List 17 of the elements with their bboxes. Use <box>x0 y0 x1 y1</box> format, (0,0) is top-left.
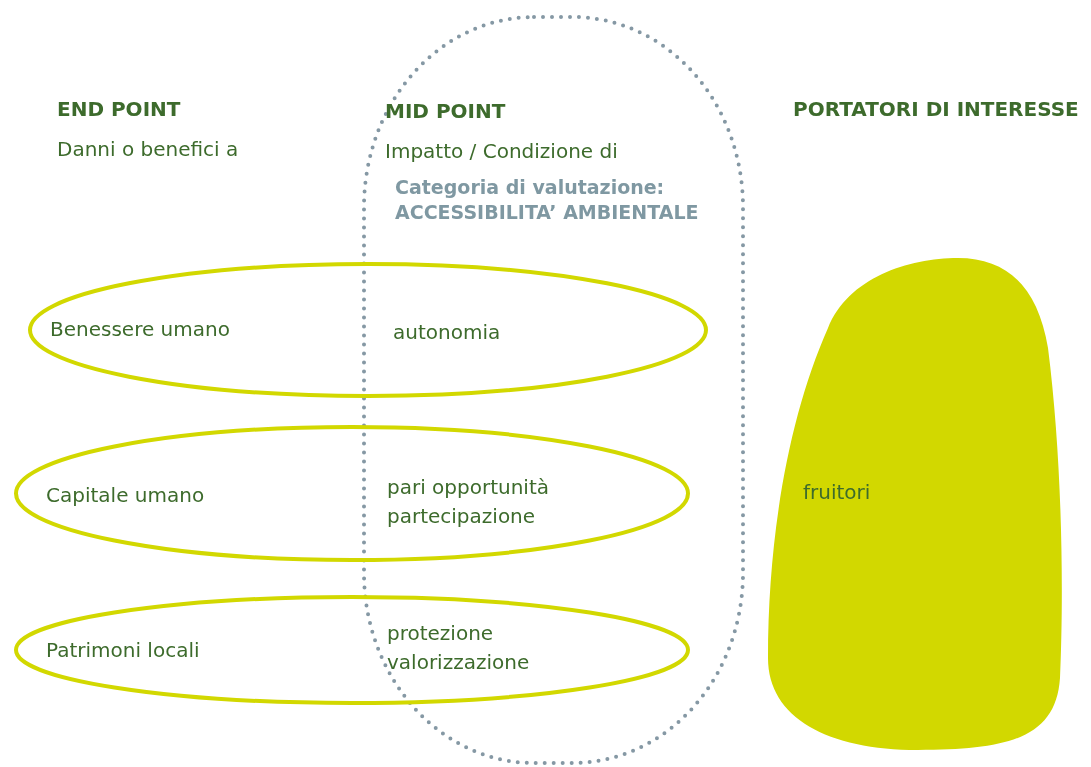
column-heading: PORTATORI DI INTERESSE <box>793 97 1079 121</box>
endpoint-label: Benessere umano <box>50 316 230 343</box>
section-heading: MID POINT <box>385 98 506 125</box>
midpoint-label: autonomia <box>393 319 501 346</box>
category-label: Categoria di valutazione: ACCESSIBILITA’ AMBIENTALE <box>395 175 700 225</box>
midpoint-label: pari opportunità partecipazione <box>387 474 551 530</box>
oval-outline <box>14 595 690 705</box>
column-heading: END POINT <box>57 97 181 121</box>
rounded-blob <box>768 258 1062 750</box>
stakeholder-label: fruitori <box>803 479 871 506</box>
section-subheading: Impatto / Condizione di <box>385 138 618 165</box>
endpoint-label: Patrimoni locali <box>46 637 200 664</box>
column-subheading: Danni o benefici a <box>57 137 239 161</box>
oval-outline <box>14 425 690 562</box>
midpoint-label: protezione valorizzazione <box>387 620 531 676</box>
oval-outline <box>28 262 708 398</box>
endpoint-label: Capitale umano <box>46 482 205 509</box>
